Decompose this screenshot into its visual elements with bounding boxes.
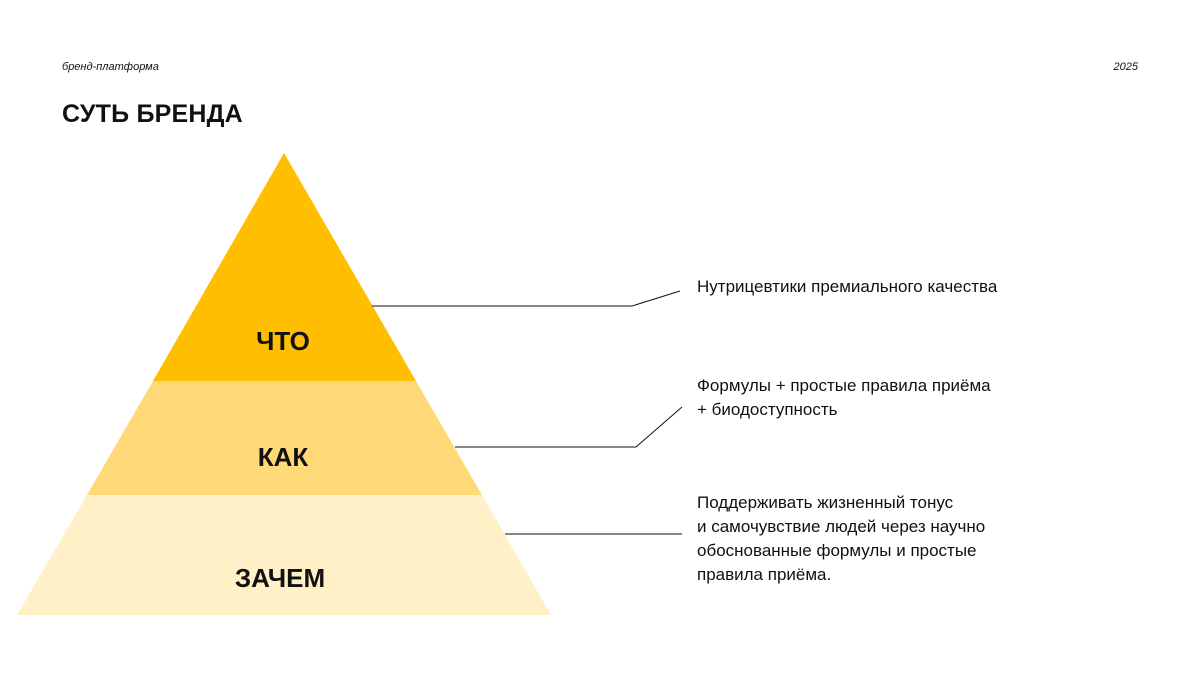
tier-description-what: Нутрицевтики премиального качества xyxy=(697,275,1117,299)
description-line: Формулы + простые правила приёма xyxy=(697,376,991,395)
section-label: бренд-платформа xyxy=(62,61,159,73)
connector-line-how xyxy=(455,406,683,448)
pyramid-tier-what xyxy=(153,153,416,381)
tier-label-what: ЧТО xyxy=(256,326,310,356)
tier-description-how: Формулы + простые правила приёма + биодо… xyxy=(697,374,1117,422)
pyramid-tier-why xyxy=(17,495,551,615)
connector-line-what xyxy=(372,290,681,307)
description-line: Нутрицевтики премиального качества xyxy=(697,277,998,296)
pyramid-tier-how xyxy=(87,381,482,495)
description-line: Поддерживать жизненный тонус xyxy=(697,493,954,512)
description-line: правила приёма. xyxy=(697,565,832,584)
description-line: обоснованные формулы и простые xyxy=(697,541,977,560)
page-title: СУТЬ БРЕНДА xyxy=(62,100,243,128)
tier-description-why: Поддерживать жизненный тонус и самочувст… xyxy=(697,491,1117,587)
tier-label-how: КАК xyxy=(258,442,309,472)
tier-label-why: ЗАЧЕМ xyxy=(235,563,325,593)
year-label: 2025 xyxy=(1113,61,1138,73)
description-line: + биодоступность xyxy=(697,400,838,419)
description-line: и самочувствие людей через научно xyxy=(697,517,986,536)
